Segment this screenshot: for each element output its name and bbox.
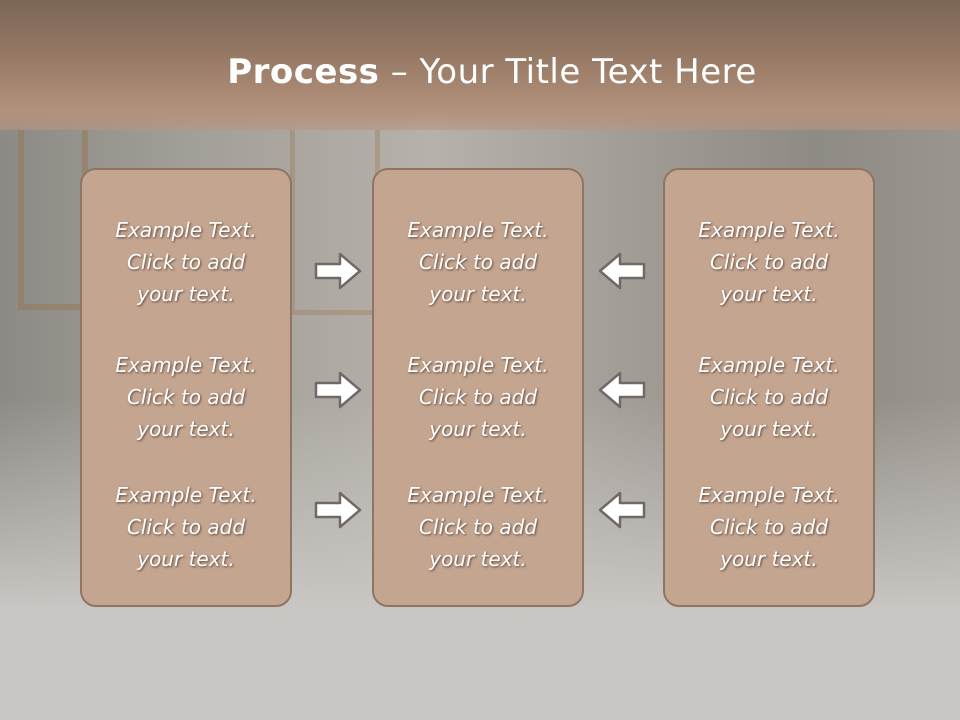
process-panel-right[interactable]: Example Text. Click to add your text. Ex…	[663, 168, 875, 607]
text-placeholder[interactable]: Example Text. Click to add your text.	[374, 349, 582, 445]
arrow-right-icon[interactable]	[314, 251, 362, 291]
title-bold: Process	[227, 52, 380, 92]
process-panel-center[interactable]: Example Text. Click to add your text. Ex…	[372, 168, 584, 607]
text-line: Example Text.	[115, 483, 257, 507]
text-line: Click to add	[709, 385, 829, 409]
text-line: Example Text.	[407, 353, 549, 377]
text-placeholder[interactable]: Example Text. Click to add your text.	[82, 349, 290, 445]
text-line: Click to add	[418, 250, 538, 274]
text-line: Example Text.	[407, 483, 549, 507]
text-line: Example Text.	[115, 218, 257, 242]
text-line: Click to add	[418, 515, 538, 539]
text-line: Example Text.	[698, 483, 840, 507]
text-line: your text.	[720, 282, 818, 306]
text-line: Click to add	[126, 250, 246, 274]
text-line: Click to add	[709, 515, 829, 539]
title-bar: Process – Your Title Text Here	[0, 0, 960, 130]
slide-title[interactable]: Process – Your Title Text Here	[0, 52, 960, 92]
text-line: your text.	[429, 417, 527, 441]
arrow-left-icon[interactable]	[598, 251, 646, 291]
text-line: your text.	[720, 417, 818, 441]
text-line: Click to add	[126, 385, 246, 409]
text-line: Example Text.	[698, 218, 840, 242]
arrow-right-icon[interactable]	[314, 370, 362, 410]
arrow-right-icon[interactable]	[314, 490, 362, 530]
text-line: your text.	[429, 547, 527, 571]
text-placeholder[interactable]: Example Text. Click to add your text.	[374, 479, 582, 575]
text-placeholder[interactable]: Example Text. Click to add your text.	[665, 214, 873, 310]
text-placeholder[interactable]: Example Text. Click to add your text.	[665, 479, 873, 575]
text-line: your text.	[137, 547, 235, 571]
text-line: Click to add	[709, 250, 829, 274]
text-placeholder[interactable]: Example Text. Click to add your text.	[82, 479, 290, 575]
text-line: your text.	[720, 547, 818, 571]
text-line: Example Text.	[407, 218, 549, 242]
title-rest: – Your Title Text Here	[379, 52, 757, 92]
text-line: your text.	[137, 282, 235, 306]
text-placeholder[interactable]: Example Text. Click to add your text.	[374, 214, 582, 310]
text-line: Click to add	[126, 515, 246, 539]
arrow-left-icon[interactable]	[598, 370, 646, 410]
text-placeholder[interactable]: Example Text. Click to add your text.	[665, 349, 873, 445]
text-line: your text.	[429, 282, 527, 306]
text-line: your text.	[137, 417, 235, 441]
text-line: Example Text.	[698, 353, 840, 377]
text-line: Example Text.	[115, 353, 257, 377]
process-panel-left[interactable]: Example Text. Click to add your text. Ex…	[80, 168, 292, 607]
arrow-left-icon[interactable]	[598, 490, 646, 530]
text-line: Click to add	[418, 385, 538, 409]
picture-frame-decoration	[18, 130, 88, 310]
text-placeholder[interactable]: Example Text. Click to add your text.	[82, 214, 290, 310]
